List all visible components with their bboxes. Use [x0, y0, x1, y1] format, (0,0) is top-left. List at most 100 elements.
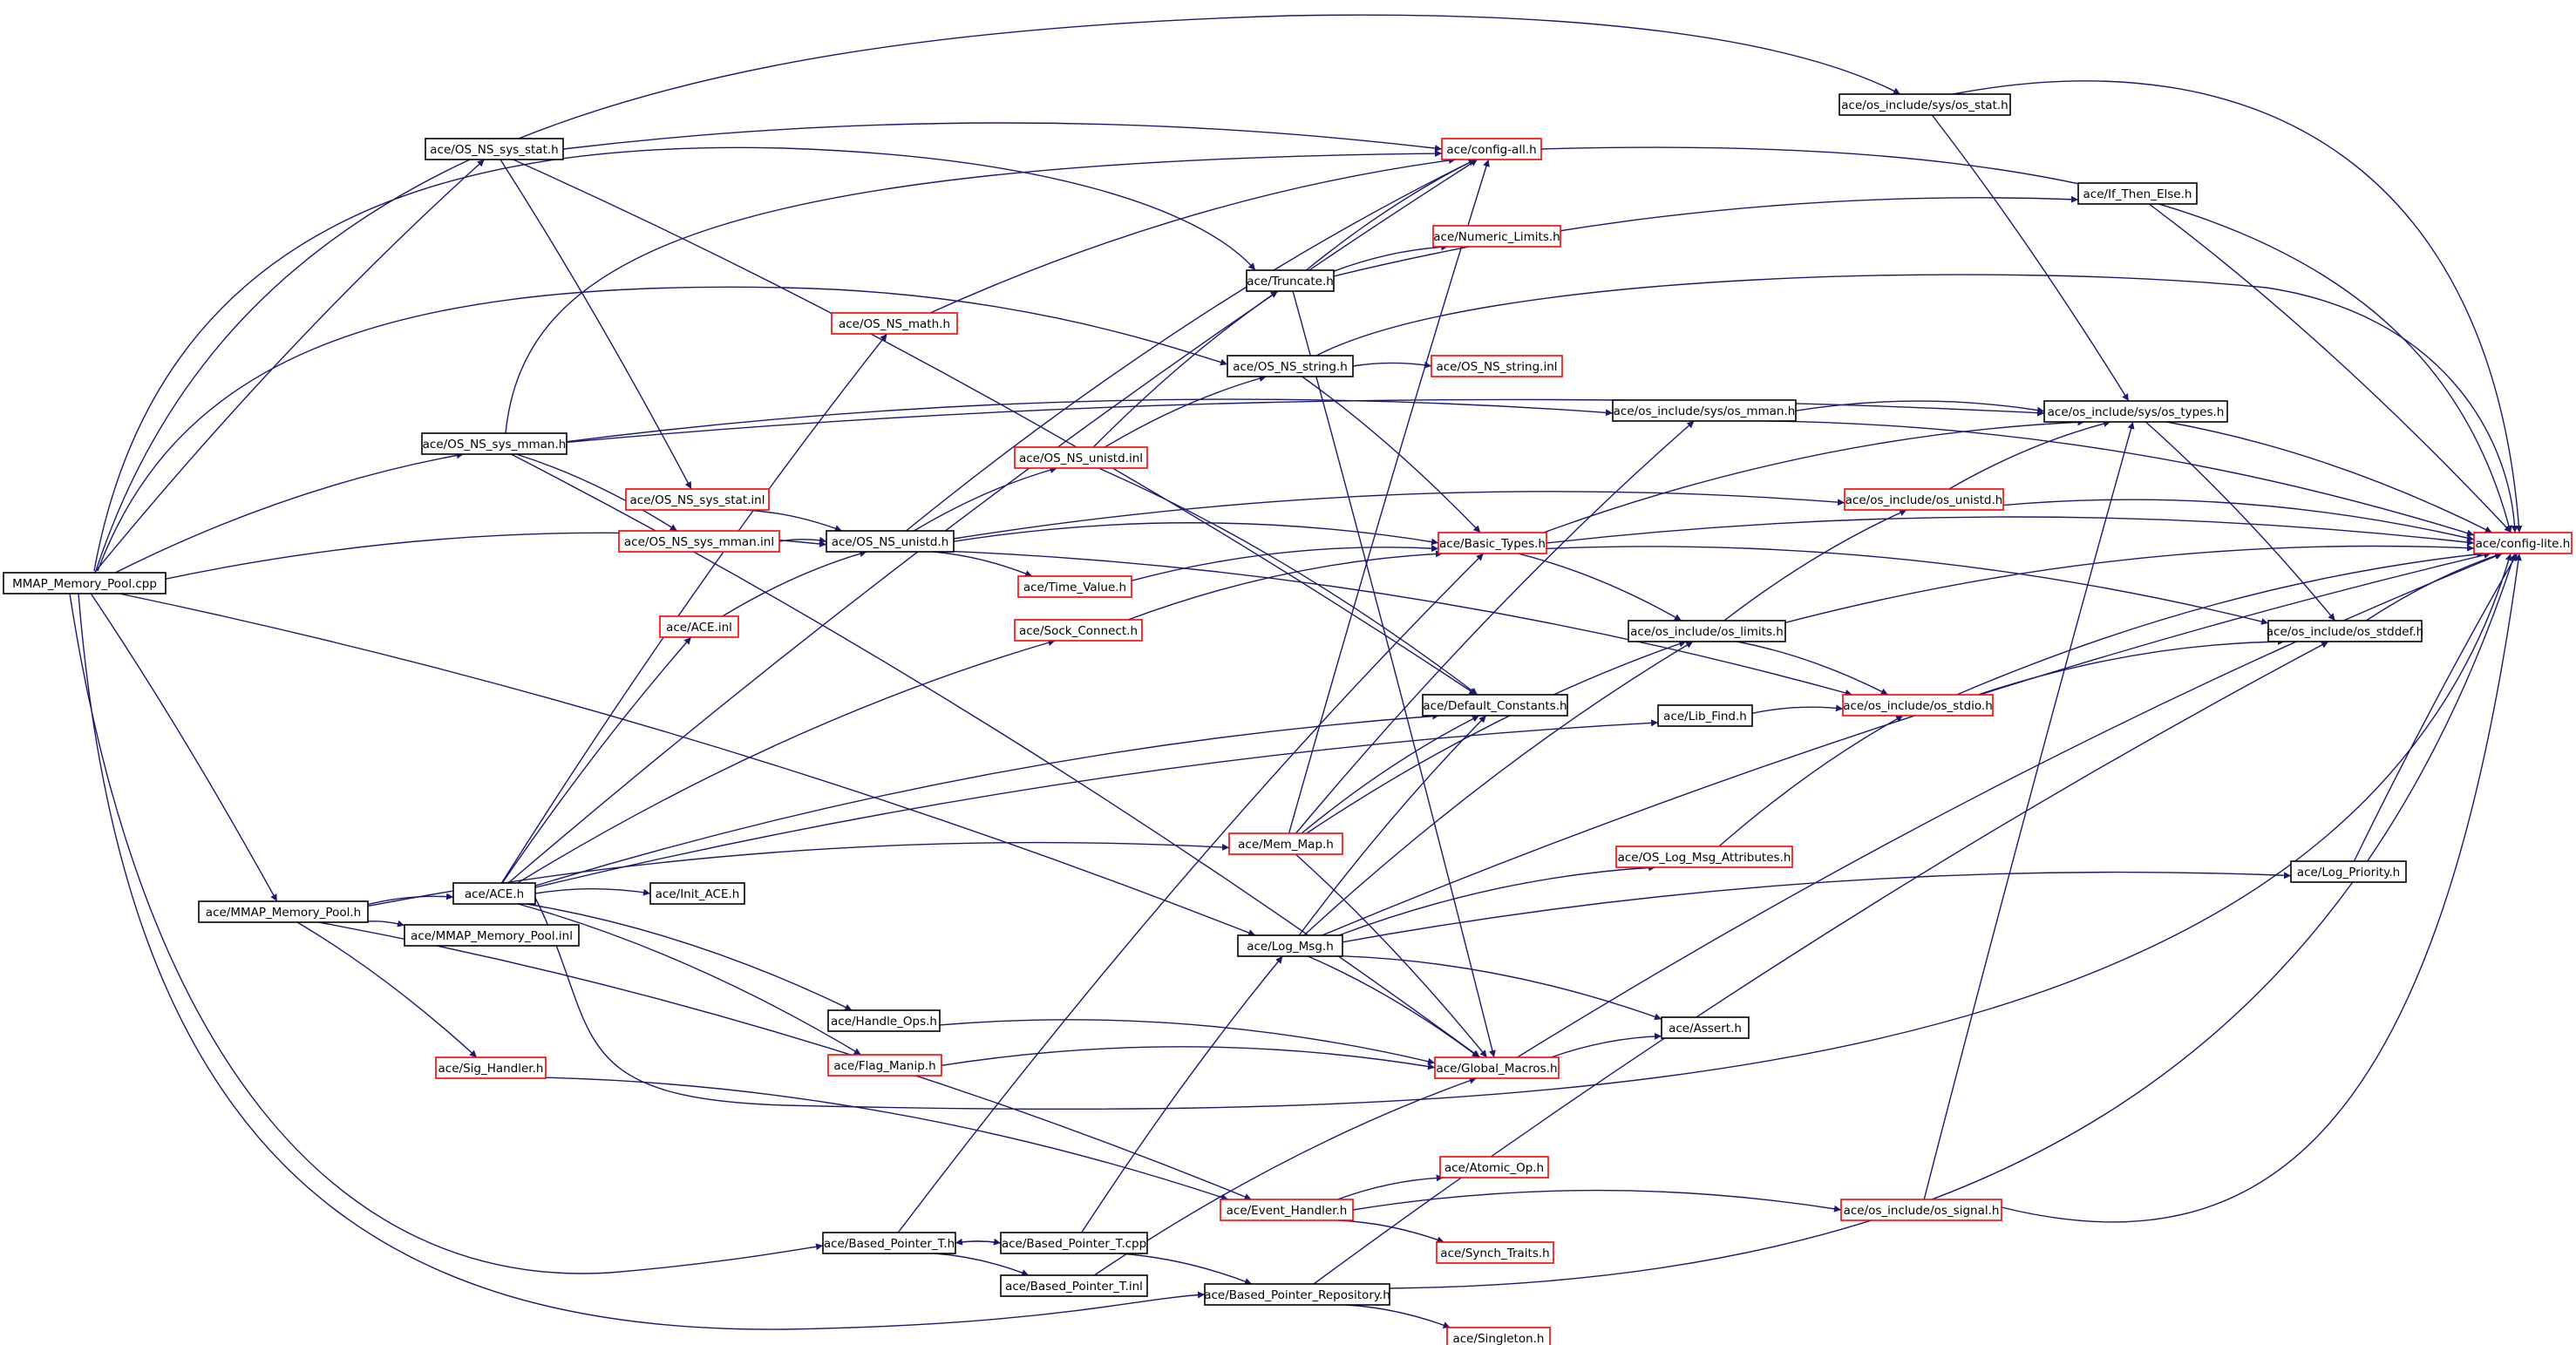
node-label: ace/ACE.h [465, 887, 524, 901]
edge-config_all_h-to-config_lite_h [1540, 146, 2512, 533]
edge-os_ns_sys_stat_h-to-config_all_h [562, 122, 1443, 153]
node-os-signal-h[interactable]: ace/os_include/os_signal.h [1840, 1199, 2002, 1221]
edge-truncate_h-to-global_macros_h [1292, 290, 1496, 1058]
node-singleton-h[interactable]: ace/Singleton.h [1446, 1327, 1551, 1345]
edge-os_unistd_h-to-config_lite_h [2002, 499, 2475, 541]
edge-mmap_h-to-mmap_inl [367, 920, 405, 927]
node-sig-handler-h[interactable]: ace/Sig_Handler.h [435, 1056, 547, 1079]
node-os-types-h[interactable]: ace/os_include/sys/os_types.h [2043, 400, 2228, 423]
node-basic-types-h[interactable]: ace/Basic_Types.h [1438, 532, 1547, 554]
edge-os_ns_sys_mman_h-to-config_all_h [505, 150, 1443, 434]
node-os-ns-unistd-inl[interactable]: ace/OS_NS_unistd.inl [1014, 446, 1148, 469]
edge-mem_map_h-to-default_constants_h [1301, 715, 1480, 834]
node-os-mman-h[interactable]: ace/os_include/sys/os_mman.h [1612, 399, 1797, 422]
node-sock-connect-h[interactable]: ace/Sock_Connect.h [1014, 619, 1143, 642]
node-flag-manip-h[interactable]: ace/Flag_Manip.h [827, 1054, 942, 1077]
edge-basic_types_h-to-config_lite_h [1546, 516, 2475, 547]
node-box [1839, 93, 2011, 116]
node-box [1000, 1232, 1148, 1254]
node-box [1228, 832, 1343, 855]
edge-os_stat_h-to-config_lite_h [1952, 80, 2523, 533]
edge-log_msg_h-to-os_limits_h [1303, 641, 1694, 936]
node-box [435, 1056, 547, 1079]
node-os-ns-string-h[interactable]: ace/OS_NS_string.h [1227, 355, 1354, 377]
edge-truncate_h-to-if_then_else_h [1333, 195, 2079, 277]
node-assert-h[interactable]: ace/Assert.h [1661, 1016, 1750, 1039]
edge-if_then_else_h-to-config_lite_h [2148, 203, 2512, 533]
edge-based_pointer_repository_h-to-config_lite_h [1389, 553, 2517, 1289]
node-box [1014, 446, 1148, 469]
node-based-pointer-t-h[interactable]: ace/Based_Pointer_T.h [822, 1232, 956, 1254]
edge-mem_map_h-to-os_limits_h [1306, 640, 1687, 834]
node-mem-map-h[interactable]: ace/Mem_Map.h [1228, 832, 1343, 855]
node-os-stat-h[interactable]: ace/os_include/sys/os_stat.h [1839, 93, 2011, 116]
node-label: ace/OS_NS_sys_stat.h [430, 143, 558, 157]
node-os-ns-sys-mman-inl[interactable]: ace/OS_NS_sys_mman.inl [618, 530, 780, 553]
node-mmap-cpp[interactable]: MMAP_Memory_Pool.cpp [3, 572, 167, 594]
edge-handle_ops_h-to-global_macros_h [939, 1019, 1436, 1065]
node-truncate-h[interactable]: ace/Truncate.h [1246, 269, 1335, 292]
edge-ace_h-to-handle_ops_h [526, 903, 853, 1011]
node-label: ace/OS_NS_math.h [839, 317, 950, 331]
edge-mmap_h-to-sig_handler_h [296, 921, 478, 1058]
edge-os_ns_unistd_h-to-time_value_h [932, 551, 1033, 577]
node-os-ns-string-inl[interactable]: ace/OS_NS_string.inl [1431, 355, 1563, 377]
node-os-limits-h[interactable]: ace/os_include/os_limits.h [1628, 620, 1786, 642]
node-os-log-msg-attributes-h[interactable]: ace/OS_Log_Msg_Attributes.h [1615, 846, 1793, 868]
node-event-handler-h[interactable]: ace/Event_Handler.h [1220, 1199, 1354, 1221]
node-box [618, 530, 780, 553]
node-os-unistd-h[interactable]: ace/os_include/os_unistd.h [1844, 488, 2004, 511]
node-based-pointer-t-cpp[interactable]: ace/Based_Pointer_T.cpp [1000, 1232, 1148, 1254]
edge-os_ns_sys_stat_inl-to-os_ns_unistd_h [745, 509, 843, 532]
node-label: ace/os_include/os_stddef.h [2267, 625, 2423, 639]
node-os-ns-math-h[interactable]: ace/OS_NS_math.h [831, 312, 958, 335]
node-label: ace/Basic_Types.h [1439, 537, 1546, 551]
node-based-pointer-repository-h[interactable]: ace/Based_Pointer_Repository.h [1204, 1283, 1390, 1306]
node-os-stdio-h[interactable]: ace/os_include/os_stdio.h [1842, 694, 1994, 717]
node-time-value-h[interactable]: ace/Time_Value.h [1017, 575, 1132, 598]
node-label: ace/Time_Value.h [1023, 581, 1126, 594]
node-label: ace/Mem_Map.h [1238, 838, 1334, 852]
node-label: ace/MMAP_Memory_Pool.inl [411, 929, 573, 943]
node-os-ns-sys-mman-h[interactable]: ace/OS_NS_sys_mman.h [421, 432, 568, 455]
node-ace-h[interactable]: ace/ACE.h [452, 882, 536, 905]
node-synch-traits-h[interactable]: ace/Synch_Traits.h [1436, 1241, 1554, 1264]
node-global-macros-h[interactable]: ace/Global_Macros.h [1434, 1056, 1560, 1079]
node-numeric-limits-h[interactable]: ace/Numeric_Limits.h [1432, 225, 1561, 248]
node-os-stddef-h[interactable]: ace/os_include/os_stddef.h [2267, 620, 2423, 642]
node-box [1615, 846, 1793, 868]
edge-ace_h-to-flag_manip_h [518, 903, 862, 1056]
edge-basic_types_h-to-os_stddef_h [1546, 546, 2269, 625]
node-default-constants-h[interactable]: ace/Default_Constants.h [1422, 694, 1568, 717]
node-label: ace/os_include/os_limits.h [1630, 625, 1784, 639]
node-os-ns-sys-stat-inl[interactable]: ace/OS_NS_sys_stat.inl [625, 488, 770, 511]
node-box [827, 1054, 942, 1077]
edge-basic_types_h-to-os_limits_h [1518, 553, 1682, 622]
edge-based_pointer_t_cpp-to-log_msg_h [1081, 955, 1283, 1233]
node-log-priority-h[interactable]: ace/Log_Priority.h [2290, 860, 2407, 883]
node-os-ns-sys-stat-h[interactable]: ace/OS_NS_sys_stat.h [425, 138, 564, 160]
node-mmap-h[interactable]: ace/MMAP_Memory_Pool.h [198, 900, 369, 923]
node-os-ns-unistd-h[interactable]: ace/OS_NS_unistd.h [826, 530, 955, 553]
node-handle-ops-h[interactable]: ace/Handle_Ops.h [827, 1009, 941, 1032]
node-label: ace/os_include/sys/os_mman.h [1614, 404, 1796, 418]
node-label: ace/Based_Pointer_Repository.h [1204, 1288, 1390, 1302]
node-box [1439, 1156, 1549, 1179]
node-mmap-inl[interactable]: ace/MMAP_Memory_Pool.inl [404, 924, 580, 947]
node-box [1844, 488, 2004, 511]
node-label: ace/Based_Pointer_T.inl [1005, 1280, 1143, 1294]
node-lib-find-h[interactable]: ace/Lib_Find.h [1657, 704, 1753, 727]
node-based-pointer-t-inl[interactable]: ace/Based_Pointer_T.inl [1000, 1274, 1148, 1297]
edge-mem_map_h-to-config_all_h [1288, 159, 1490, 834]
node-config-all-h[interactable]: ace/config-all.h [1441, 138, 1542, 160]
node-if-then-else-h[interactable]: ace/If_Then_Else.h [2077, 182, 2198, 205]
node-config-lite-h[interactable]: ace/config-lite.h [2473, 532, 2573, 554]
node-label: ace/Sig_Handler.h [438, 1062, 544, 1076]
node-box [1000, 1274, 1148, 1297]
node-log-msg-h[interactable]: ace/Log_Msg.h [1237, 934, 1343, 957]
node-ace-inl[interactable]: ace/ACE.inl [659, 615, 739, 638]
edge-os_ns_sys_mman_h-to-os_ns_sys_mman_inl [515, 453, 678, 532]
node-init-ace-h[interactable]: ace/Init_ACE.h [649, 882, 745, 905]
edge-os_mman_h-to-config_lite_h [1769, 420, 2475, 537]
node-atomic-op-h[interactable]: ace/Atomic_Op.h [1439, 1156, 1549, 1179]
